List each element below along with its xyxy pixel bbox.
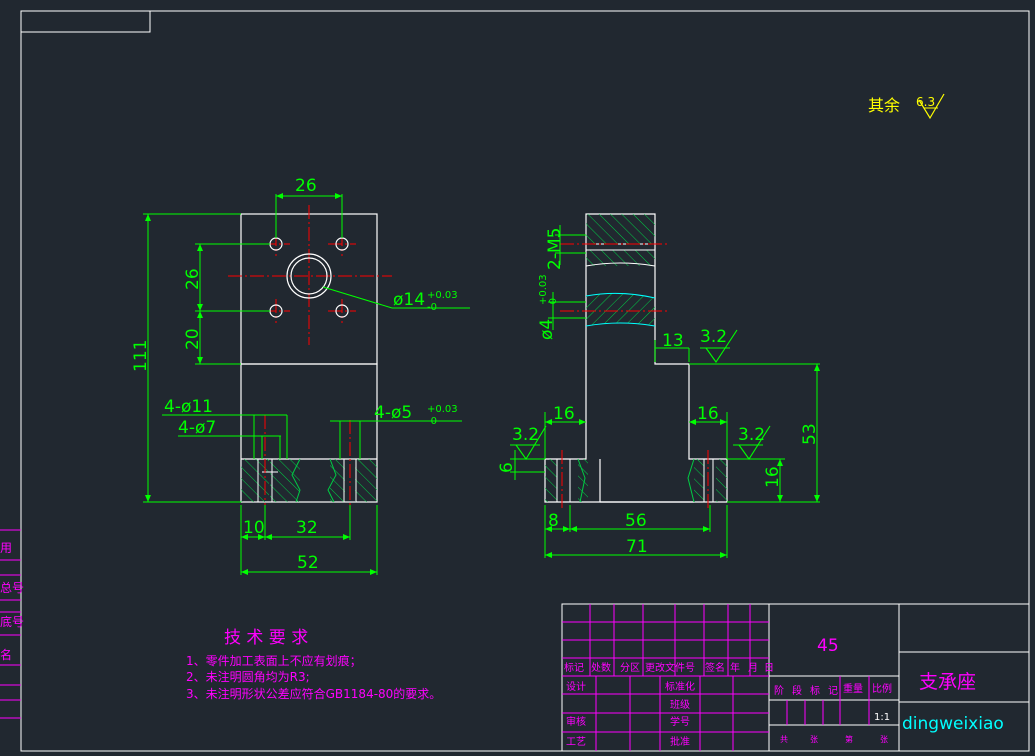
roughness-prefix: 其余 xyxy=(868,96,900,115)
roughness-note: 其余 6.3 xyxy=(868,93,945,120)
dim-height-16: 16 xyxy=(763,466,783,488)
dim-center-bore-tol-lower: -0 xyxy=(427,302,437,313)
header-cell: 签名 xyxy=(705,661,725,674)
sheet-label: 第 xyxy=(845,734,853,744)
side-hatch xyxy=(586,214,655,244)
left-strip-label: 名 xyxy=(0,647,12,662)
roughness-left: 3.2 xyxy=(512,425,539,445)
brand: dingweixiao xyxy=(902,714,1004,734)
header-cell: 标记 xyxy=(564,662,584,674)
dim-pin-tol-lower: -0 xyxy=(427,416,437,427)
roughness-symbol-icon xyxy=(918,93,945,120)
front-hatch xyxy=(241,458,377,503)
dim-right-flange: 16 xyxy=(697,404,719,424)
dim-lower-hole: 20 xyxy=(183,328,203,350)
dim-flange-height: 6 xyxy=(497,462,517,473)
tech-item: 3、未注明形状公差应符合GB1184-80的要求。 xyxy=(186,686,441,701)
stage-label: 阶 xyxy=(774,684,784,697)
tech-item: 2、未注明圆角均为R3; xyxy=(186,669,310,684)
roughness-step: 3.2 xyxy=(700,327,727,347)
class-label: 班级 xyxy=(670,699,690,711)
dim-width: 52 xyxy=(297,553,319,573)
front-view: 26 26 20 111 ø14 +0.03 -0 4-ø11 4-ø7 4-ø… xyxy=(131,176,470,575)
tech-item: 1、零件加工表面上不应有划痕； xyxy=(186,653,362,668)
dim-center-bore: ø14 xyxy=(393,290,425,310)
dim-side-pin-tol-lower: -0 xyxy=(548,298,559,308)
dim-side-offset: 8 xyxy=(548,511,559,531)
student-label: 学号 xyxy=(670,715,690,728)
std-label: 标准化 xyxy=(665,680,695,693)
role-design: 设计 xyxy=(566,680,586,693)
roughness-right: 3.2 xyxy=(738,425,765,445)
stage-label: 标 xyxy=(810,685,820,697)
dim-side-pin-hole: ø4 xyxy=(537,319,557,340)
side-view: 2-M5 ø4 +0.03 -0 13 3.2 3.2 3.2 16 16 6 … xyxy=(497,213,820,558)
dim-offset: 10 xyxy=(243,518,265,538)
dim-center-bore-tol-upper: +0.03 xyxy=(427,290,458,301)
dim-side-pin-tol-upper: +0.03 xyxy=(538,274,549,305)
dim-total-height: 111 xyxy=(131,340,151,372)
material: 45 xyxy=(817,636,839,656)
dim-inner: 56 xyxy=(625,511,647,531)
sheet-label: 张 xyxy=(810,735,818,744)
dim-top-holes: 26 xyxy=(295,176,317,196)
left-strip-label: 总号 xyxy=(0,581,24,595)
roughness-value: 6.3 xyxy=(916,95,935,109)
dim-total: 71 xyxy=(626,537,648,557)
part-name: 支承座 xyxy=(919,671,976,693)
stage-label: 段 xyxy=(792,684,802,697)
dim-pin-tol-upper: +0.03 xyxy=(427,404,458,415)
drawing-frame xyxy=(20,10,1030,752)
scale: 1:1 xyxy=(874,712,890,723)
dim-height-53: 53 xyxy=(800,423,820,445)
sheet-label: 张 xyxy=(880,735,888,744)
dim-pin-hole: 4-ø5 xyxy=(374,403,412,423)
dim-thread: 2-M5 xyxy=(545,228,565,270)
role-review: 审核 xyxy=(566,715,586,728)
role-process: 工艺 xyxy=(566,736,586,748)
approve-label: 批准 xyxy=(670,735,690,748)
mount-hole-icon xyxy=(335,304,349,318)
dim-spacing: 32 xyxy=(296,518,318,538)
left-strip-labels: 用 总号 底号 名 xyxy=(0,541,24,662)
header-cell: 年 xyxy=(730,661,740,674)
header-cell: 分区 xyxy=(620,662,640,674)
sheet-label: 共 xyxy=(780,735,788,744)
header-cell: 月 xyxy=(748,662,758,674)
left-strip xyxy=(0,529,21,719)
header-cell: 更改文件号 xyxy=(645,661,695,674)
ratio-label: 比例 xyxy=(872,682,892,695)
title-block: 标记 处数 分区 更改文件号 签名 年 月 日 设计 审核 工艺 标准化 班级 … xyxy=(561,603,1030,752)
dim-hole: 4-ø7 xyxy=(178,418,216,438)
left-strip-label: 用 xyxy=(0,541,12,555)
left-strip-label: 底号 xyxy=(0,614,24,629)
dim-left-flange: 16 xyxy=(553,404,575,424)
bore-outer-icon xyxy=(286,253,332,299)
header-cell: 处数 xyxy=(591,661,611,674)
weight-label: 重量 xyxy=(843,682,863,695)
tech-requirements: 技 术 要 求 1、零件加工表面上不应有划痕； 2、未注明圆角均为R3; 3、未… xyxy=(186,628,441,701)
dim-cbore: 4-ø11 xyxy=(164,397,213,417)
tech-title: 技 术 要 求 xyxy=(224,628,308,648)
bore-inner-icon xyxy=(290,257,328,295)
stage-label: 记 xyxy=(828,685,838,697)
dim-vertical-holes: 26 xyxy=(183,268,203,290)
dim-step: 13 xyxy=(662,331,684,351)
header-cell: 日 xyxy=(764,663,774,674)
